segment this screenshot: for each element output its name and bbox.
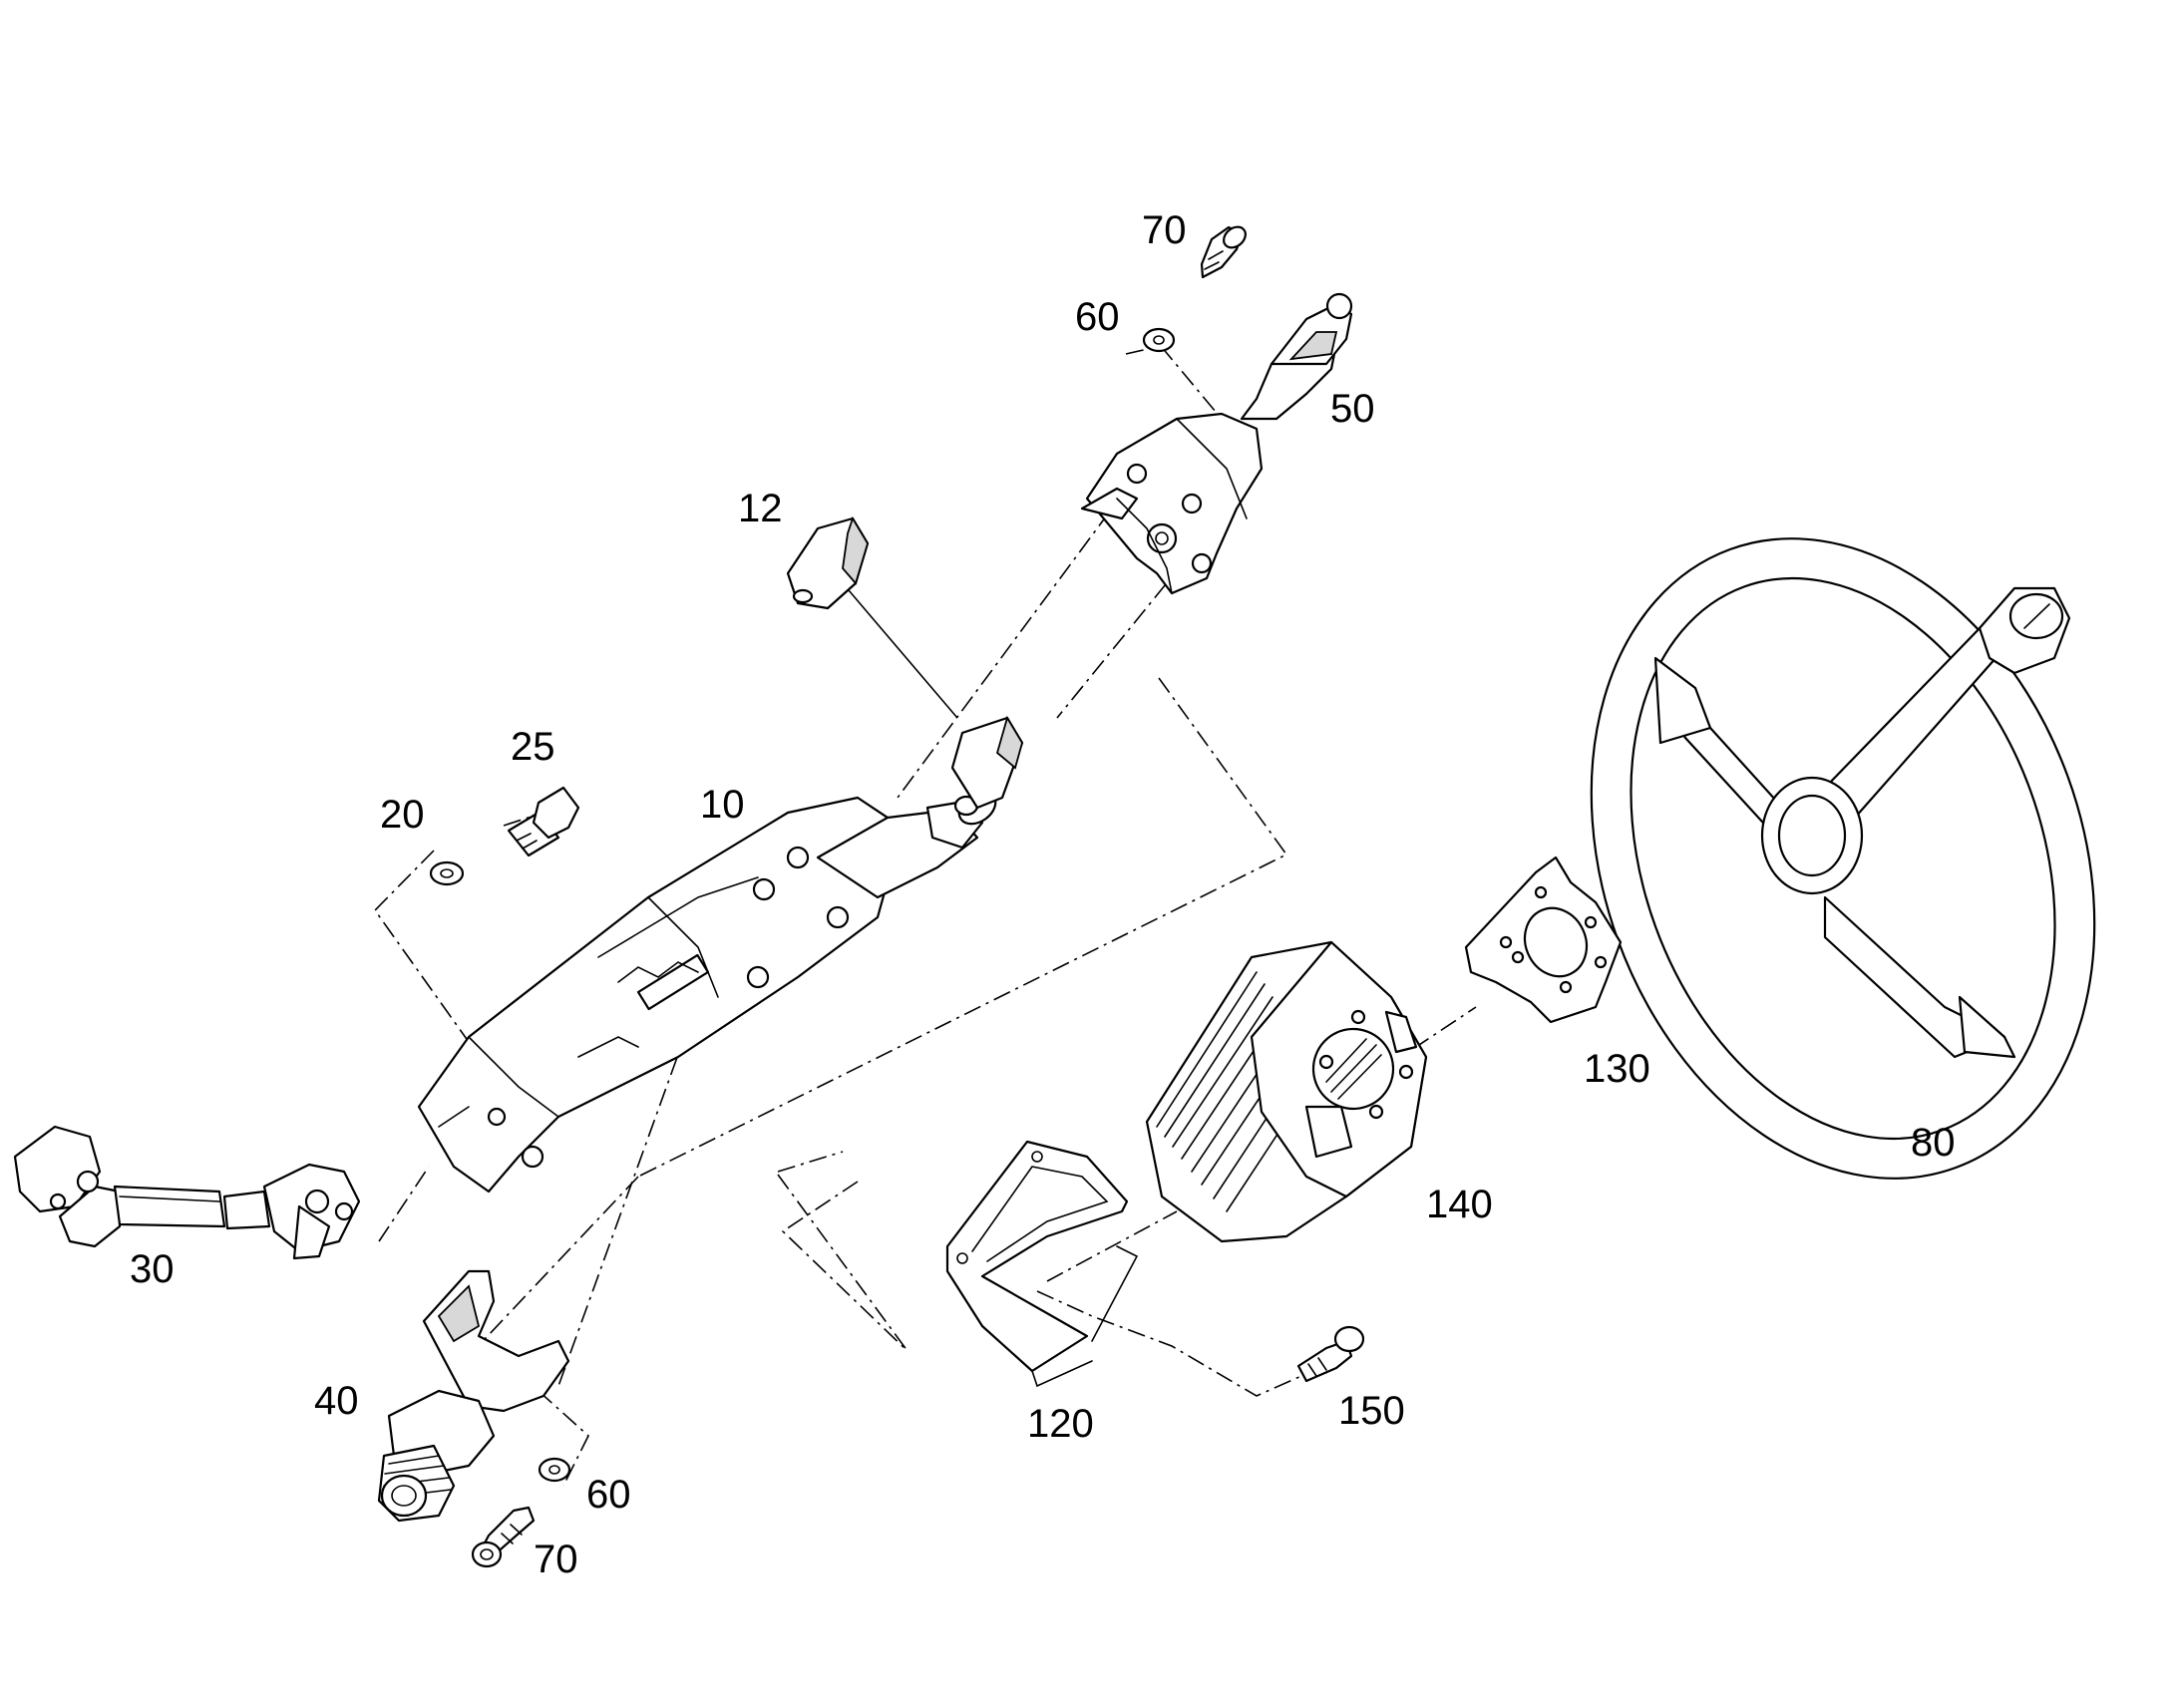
lever-switch-part-50 xyxy=(1080,292,1353,595)
gasket-part-120 xyxy=(945,1140,1139,1388)
washer-part-60-top xyxy=(1142,327,1176,353)
callout-60-top: 60 xyxy=(1075,295,1120,339)
callout-150: 150 xyxy=(1338,1389,1405,1433)
screw-part-70-bottom xyxy=(471,1506,536,1568)
callout-30: 30 xyxy=(130,1247,175,1291)
callout-120: 120 xyxy=(1027,1402,1094,1446)
callout-70-bottom: 70 xyxy=(534,1537,578,1581)
callout-20: 20 xyxy=(380,793,425,837)
adapter-plate-part-130 xyxy=(1464,855,1623,1024)
steering-wheel-part-80 xyxy=(1590,537,2096,1180)
screw-part-150 xyxy=(1296,1325,1365,1383)
screw-part-70-top xyxy=(1200,225,1247,279)
callout-70-top: 70 xyxy=(1142,208,1187,252)
bolt-part-25 xyxy=(507,786,580,857)
washer-part-20 xyxy=(429,860,465,886)
ujoint-shaft-part-30 xyxy=(13,1125,361,1260)
callout-40: 40 xyxy=(314,1379,359,1423)
callout-10: 10 xyxy=(700,783,745,827)
hub-part-140 xyxy=(1145,940,1428,1243)
leader-12 xyxy=(848,589,958,719)
callout-25: 25 xyxy=(511,725,555,769)
callout-50: 50 xyxy=(1330,387,1375,431)
knob-part-12 xyxy=(786,515,870,610)
steering-column-part-10 xyxy=(417,715,1024,1194)
callout-60-bottom: 60 xyxy=(586,1473,631,1517)
washer-part-60-bottom xyxy=(538,1457,571,1483)
callout-12: 12 xyxy=(738,487,783,530)
callout-140: 140 xyxy=(1426,1183,1493,1226)
lower-bracket-part-40 xyxy=(377,1269,570,1523)
callout-80: 80 xyxy=(1911,1121,1956,1165)
callout-labels: 10 12 20 25 30 40 50 60 60 70 70 80 120 … xyxy=(130,208,1956,1581)
callout-130: 130 xyxy=(1584,1047,1650,1091)
